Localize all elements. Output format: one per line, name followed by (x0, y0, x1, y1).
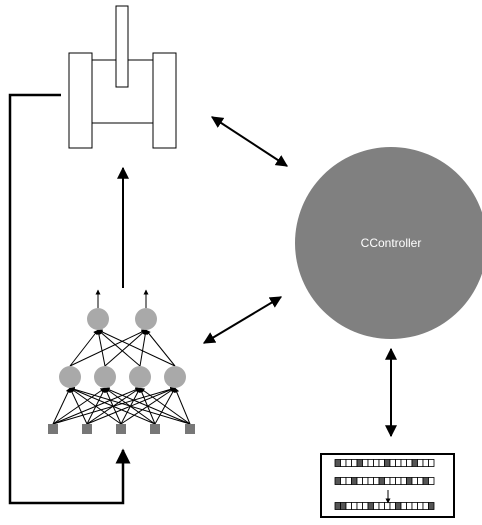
tape-cell (384, 477, 391, 485)
tape-cell (373, 502, 380, 510)
connection-input-hidden (139, 387, 191, 425)
input-node (116, 424, 126, 434)
tape-row (334, 477, 435, 485)
tape-cell (340, 459, 347, 467)
robot-turret-barrel (115, 5, 129, 88)
memory-tape (320, 453, 455, 518)
input-node (82, 424, 92, 434)
connection-hidden-output (69, 329, 99, 367)
tape-cell (395, 459, 402, 467)
tape-cell (345, 459, 352, 467)
connection-input-hidden (52, 387, 71, 425)
tape-cell (356, 502, 363, 510)
tape-rows (334, 459, 435, 510)
tape-cell (389, 477, 396, 485)
tape-cell (345, 502, 352, 510)
tape-cell (406, 459, 413, 467)
tape-cell (378, 477, 385, 485)
tape-cell (384, 502, 391, 510)
tape-cell (362, 477, 369, 485)
tape-cell (428, 477, 435, 485)
tape-cell (351, 459, 358, 467)
tape-cell (406, 477, 413, 485)
connection-input-hidden (69, 387, 122, 425)
robot-left-track (68, 52, 93, 149)
tape-cell (406, 502, 413, 510)
tape-cell (400, 502, 407, 510)
connection-input-hidden (69, 386, 191, 425)
hidden-neuron (129, 366, 151, 388)
connection-hidden-output (97, 329, 141, 367)
tape-cell (373, 477, 380, 485)
tape-row (334, 459, 435, 467)
arrow-robot-controller (210, 116, 289, 167)
connection-hidden-output (145, 329, 176, 367)
connection-hidden-output (69, 329, 147, 367)
robot-right-track (152, 52, 177, 149)
tape-cell (367, 459, 374, 467)
connection-input-hidden (174, 387, 191, 425)
tape-cell (395, 502, 402, 510)
tape-cell (362, 502, 369, 510)
tape-cell (351, 477, 358, 485)
connection-input-hidden (69, 387, 156, 425)
tape-cell (411, 459, 418, 467)
tape-cell (345, 477, 352, 485)
neural-network (48, 289, 195, 434)
tape-cell (422, 459, 429, 467)
tape-cell (378, 502, 385, 510)
tape-cell (367, 502, 374, 510)
tape-cell (428, 502, 435, 510)
tape-cell (389, 459, 396, 467)
tape-cell (356, 459, 363, 467)
connection-hidden-output (139, 329, 148, 367)
tape-cell (340, 502, 347, 510)
hidden-neuron (164, 366, 186, 388)
feedback-line (8, 93, 131, 505)
tape-cell (395, 477, 402, 485)
tape-cell (389, 502, 396, 510)
tape-cell (351, 502, 358, 510)
output-neuron (87, 308, 109, 330)
controller-circle (295, 147, 482, 339)
input-node (48, 424, 58, 434)
hidden-neuron (59, 366, 81, 388)
connection-input-hidden (69, 387, 88, 425)
controller-label: CController (361, 236, 422, 250)
controller-node: CController (295, 147, 482, 339)
tape-cell (334, 459, 341, 467)
tape-cell (417, 502, 424, 510)
tape-cell (400, 459, 407, 467)
tape-row (334, 502, 435, 510)
arrow-network-controller (202, 296, 283, 344)
tape-cell (378, 459, 385, 467)
tape-cell (411, 502, 418, 510)
tape-cell (422, 502, 429, 510)
tape-cell (367, 477, 374, 485)
tape-cell (400, 477, 407, 485)
input-node (150, 424, 160, 434)
feedback-loop (8, 93, 131, 505)
connection-hidden-output (104, 329, 147, 367)
robot-tank (68, 5, 177, 149)
hidden-neuron (94, 366, 116, 388)
tape-cell (334, 502, 341, 510)
tape-cell (334, 477, 341, 485)
tape-cell (373, 459, 380, 467)
connection-hidden-output (96, 329, 106, 367)
connection-hidden-output (97, 329, 176, 367)
tape-cell (417, 459, 424, 467)
tape-cell (422, 477, 429, 485)
tape-cell (356, 477, 363, 485)
tape-cell (340, 477, 347, 485)
tape-cell (428, 459, 435, 467)
tape-cell (417, 477, 424, 485)
tape-cell (384, 459, 391, 467)
output-neuron (135, 308, 157, 330)
connection-input-hidden (104, 387, 191, 425)
tape-cell (362, 459, 369, 467)
input-node (185, 424, 195, 434)
tape-cell (411, 477, 418, 485)
